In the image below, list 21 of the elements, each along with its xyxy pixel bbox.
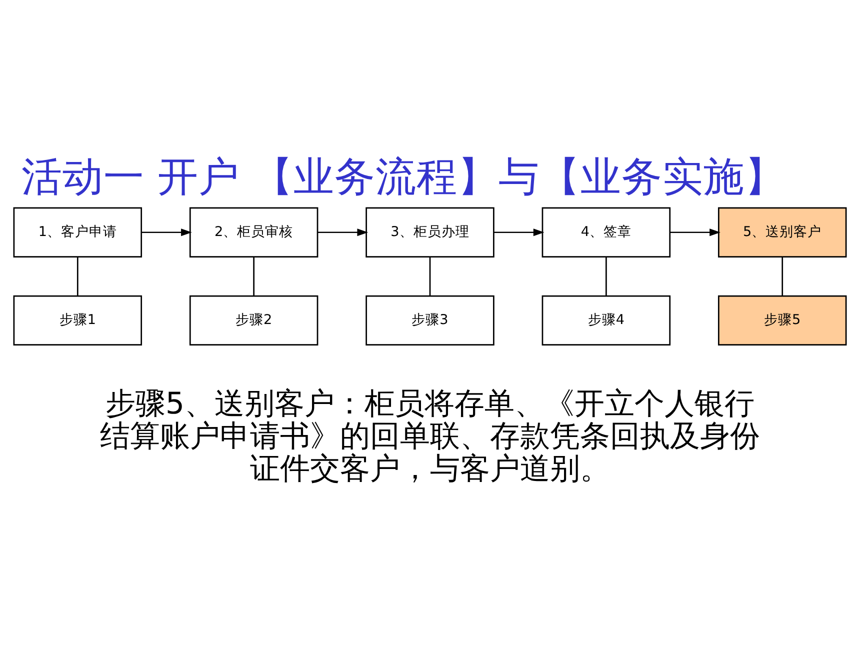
node-box: 1、客户申请 — [13, 207, 142, 258]
arrow — [670, 228, 720, 236]
node-box: 步骤5 — [718, 295, 847, 346]
node-box: 步骤3 — [366, 295, 494, 346]
node-box: 4、签章 — [542, 207, 671, 258]
node-box: 3、柜员办理 — [366, 207, 494, 258]
connector — [253, 257, 254, 296]
connector — [782, 257, 784, 296]
arrow — [494, 228, 544, 236]
node-box: 步骤4 — [542, 295, 671, 346]
node-box: 2、柜员审核 — [189, 207, 318, 258]
label: 步骤5、送别客户：柜员将存单、《开立个人银行结算账户申请书》的回单联、存款凭条回执及身份证件交客户，与客户道别。 — [100, 386, 760, 486]
connector — [606, 257, 607, 296]
diagram-title: 活动一 开户 【业务流程】与【业务实施】 — [22, 152, 786, 200]
node-box: 5、送别客户 — [718, 207, 847, 258]
arrow — [142, 228, 192, 236]
node-box: 步骤1 — [13, 295, 142, 346]
node-box: 步骤2 — [189, 295, 318, 346]
connector — [76, 257, 78, 296]
arrow — [318, 228, 368, 236]
connector — [429, 257, 431, 296]
